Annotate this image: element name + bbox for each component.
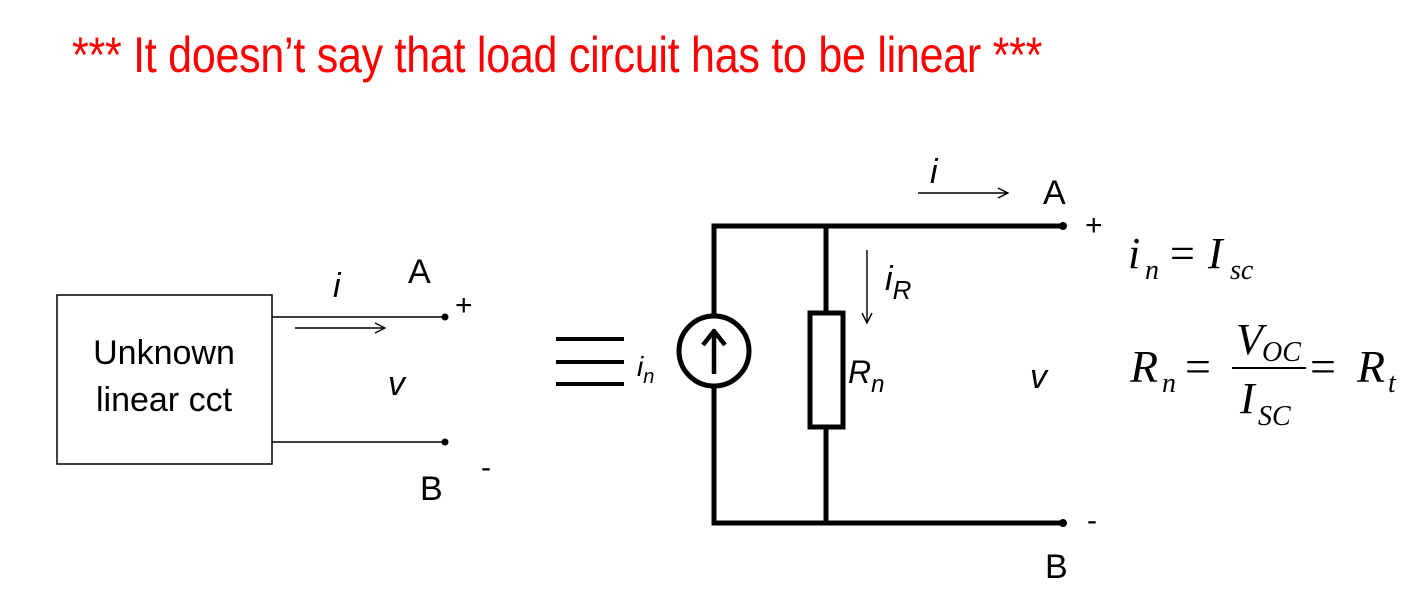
- svg-text:n: n: [1145, 255, 1159, 286]
- svg-text:t: t: [1388, 368, 1397, 399]
- terminal-b-label: B: [420, 470, 443, 508]
- box-label-line1: Unknown: [93, 334, 235, 372]
- current-source-icon: [676, 313, 752, 389]
- svg-text:=: =: [1170, 229, 1195, 278]
- svg-text:OC: OC: [1262, 337, 1301, 368]
- plus-sign: +: [455, 289, 473, 322]
- equivalence-icon: [556, 337, 624, 386]
- equation-norton-current: i n = I sc: [1128, 229, 1254, 286]
- terminal-b-label: B: [1045, 548, 1068, 586]
- terminal-a-label: A: [1043, 174, 1066, 212]
- equations: i n = I sc R n = V OC I SC = R t: [1128, 229, 1397, 432]
- svg-text:I: I: [1207, 229, 1225, 278]
- terminal-b-node: [441, 438, 449, 446]
- svg-text:sc: sc: [1230, 255, 1254, 286]
- svg-text:n: n: [1162, 368, 1176, 399]
- svg-text:V: V: [1236, 315, 1268, 364]
- terminal-b-node: [1059, 519, 1067, 527]
- voltage-label: v: [388, 365, 407, 403]
- source-label: in: [637, 351, 654, 388]
- svg-text:I: I: [1239, 374, 1257, 423]
- minus-sign: -: [1087, 504, 1097, 537]
- unknown-circuit-box: [56, 294, 273, 465]
- minus-sign: -: [481, 451, 491, 484]
- resistor-icon: [807, 310, 846, 430]
- svg-text:R: R: [1356, 341, 1385, 392]
- svg-text:i: i: [1128, 229, 1140, 278]
- slide-title: *** It doesn’t say that load circuit has…: [72, 27, 1043, 83]
- svg-text:=: =: [1185, 341, 1211, 392]
- box-label-line2: linear cct: [96, 381, 233, 419]
- svg-text:SC: SC: [1258, 401, 1291, 432]
- voltage-label: v: [1030, 358, 1049, 396]
- current-label: i: [333, 267, 342, 305]
- plus-sign: +: [1085, 209, 1103, 242]
- terminal-a-label: A: [408, 253, 431, 291]
- resistor-current-label: iR: [885, 260, 911, 305]
- resistor-label: Rn: [848, 354, 884, 398]
- terminal-a-node: [1059, 222, 1067, 230]
- current-label: i: [930, 153, 939, 191]
- norton-circuit: in Rn iR i A + v - B: [637, 153, 1103, 586]
- svg-text:=: =: [1310, 341, 1336, 392]
- terminal-a-node: [441, 313, 449, 321]
- equation-norton-resistance: R n = V OC I SC = R t: [1129, 315, 1397, 432]
- left-circuit: Unknown linear cct i A + v B -: [56, 253, 491, 508]
- svg-text:R: R: [1129, 341, 1158, 392]
